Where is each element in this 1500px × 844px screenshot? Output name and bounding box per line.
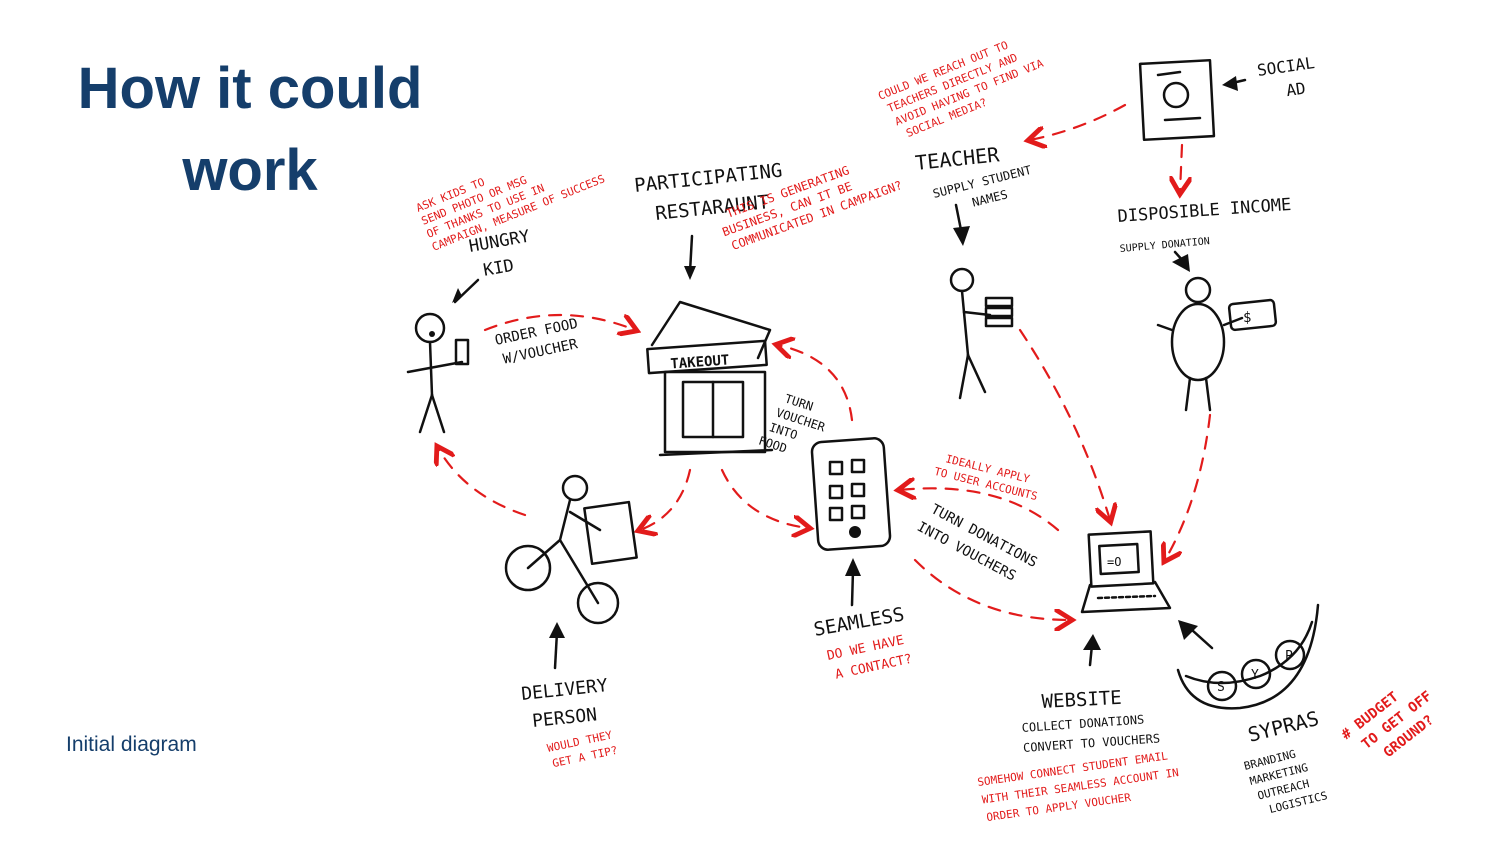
sypras-pod-icon: S Y P	[1176, 603, 1320, 710]
website-laptop-icon: =O	[1080, 530, 1214, 667]
teacher-label: TEACHER	[914, 142, 1001, 175]
svg-text:SOMEHOW CONNECT STUDENT EMAIL: SOMEHOW CONNECT STUDENT EMAIL WITH THEIR…	[977, 747, 1189, 824]
delivery-label-2: PERSON	[531, 704, 598, 732]
arrow-seamless-to-restaurant	[778, 345, 854, 422]
website-label: WEBSITE	[1041, 687, 1122, 713]
sypras-label: SYPRAS	[1245, 706, 1321, 747]
disposable-income-sub: SUPPLY DONATION	[1119, 236, 1210, 255]
restaurant-building	[646, 234, 774, 457]
teacher-sub-2: NAMES	[971, 187, 1009, 209]
social-ad-label-1: SOCIAL	[1256, 53, 1316, 80]
phone-icon	[454, 338, 470, 366]
arrow-website-to-seamless	[900, 488, 1060, 532]
pod-letter-s: S	[1217, 680, 1225, 695]
svg-text:COLLECT DONATIONS CONVERT: COLLECT DONATIONS CONVERT TO VOUCHERS	[1021, 711, 1160, 754]
svg-text:DELIVERY PERSON: DELIVERY PERSON	[520, 674, 622, 733]
arrow-teacher-to-website	[1018, 328, 1110, 520]
delivery-person-figure	[504, 474, 638, 670]
svg-text:DO WE HAVE A CONTACT?: DO WE HAVE A CONTACT?	[826, 631, 918, 683]
arrow-ad-to-donor	[1180, 143, 1182, 192]
hungry-kid-figure	[406, 278, 480, 434]
social-ad-icon	[1138, 58, 1247, 142]
restaurant-sign: TAKEOUT	[670, 352, 730, 372]
seamless-phone-icon	[810, 437, 892, 607]
website-sub-2: CONVERT TO VOUCHERS	[1023, 731, 1161, 755]
svg-text:COULD WE REACH OUT TO TEAC: COULD WE REACH OUT TO TEACHERS DIRECTLY …	[876, 26, 1057, 144]
pod-letter-p: P	[1285, 649, 1293, 664]
arrow-kid-to-restaurant	[483, 313, 635, 330]
arrow-restaurant-to-delivery	[640, 468, 692, 530]
donor-figure: $	[1156, 250, 1278, 412]
arrow-ad-to-teacher	[1030, 103, 1127, 140]
svg-text:TURN VOUCHER INTO: TURN VOUCHER INTO FOOD	[757, 388, 839, 467]
slide-title-line-2: work	[182, 138, 318, 203]
arrow-delivery-to-kid	[438, 448, 527, 517]
svg-text:SOCIAL AD: SOCIAL AD	[1256, 52, 1329, 104]
pod-letter-y: Y	[1251, 668, 1259, 683]
disposable-income-label: DISPOSIBLE INCOME	[1117, 195, 1292, 227]
arrow-restaurant-to-seamless	[720, 468, 808, 528]
social-ad-label-2: AD	[1285, 79, 1307, 100]
svg-text:IDEALLY APPLY TO USER ACCO: IDEALLY APPLY TO USER ACCOUNTS	[933, 450, 1043, 503]
flow-arrows	[438, 103, 1212, 620]
arrow-donor-to-website	[1165, 413, 1212, 560]
teacher-figure	[949, 203, 1014, 400]
hungry-kid-label-2: KID	[482, 256, 516, 281]
website-sub-1: COLLECT DONATIONS	[1021, 712, 1145, 735]
slide-caption: Initial diagram	[66, 733, 197, 756]
svg-text:# BUDGET TO GET OFF GR: # BUDGET TO GET OFF GROUND?	[1339, 667, 1454, 774]
slide-title: How it could work	[70, 48, 430, 212]
svg-text:TURN DONATIONS INTO VOUCHE: TURN DONATIONS INTO VOUCHERS	[914, 500, 1047, 595]
svg-text:=O: =O	[1107, 555, 1121, 569]
svg-text:WOULD THEY GET A TIP?: WOULD THEY GET A TIP?	[546, 727, 623, 771]
svg-text:BRANDING MARKETING OUT: BRANDING MARKETING OUTREACH LOGISTICS	[1243, 742, 1329, 819]
delivery-label-1: DELIVERY	[520, 675, 609, 705]
money-icon: $	[1243, 310, 1251, 326]
slide-title-line-1: How it could	[77, 56, 423, 121]
